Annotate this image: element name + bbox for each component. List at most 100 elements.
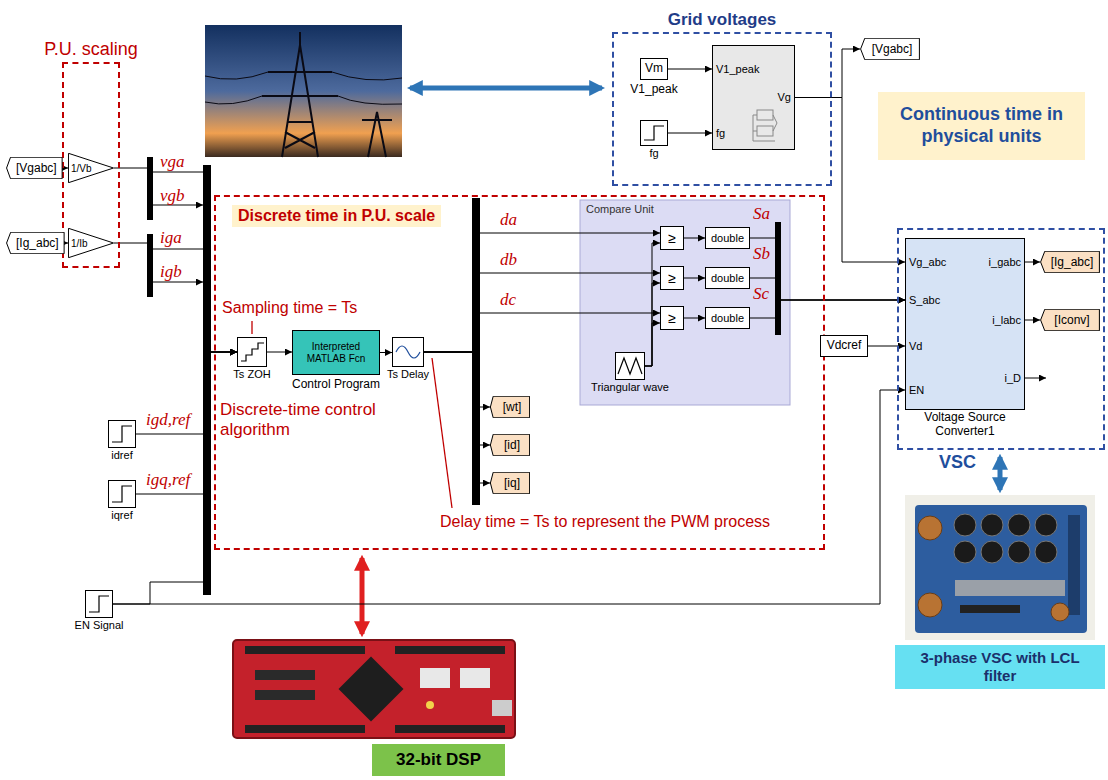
step-block: iqref [108, 480, 136, 508]
vsc-board-photo [905, 495, 1095, 640]
tag-label: [id] [504, 438, 520, 452]
caption-text: Continuous time in physical units [886, 104, 1077, 147]
block-icon [644, 126, 664, 140]
from-tag: [Ig_abc] [6, 232, 65, 254]
dsp-board-photo [492, 700, 512, 716]
signal-wire [668, 133, 712, 134]
from-tag: [Vgabc] [6, 157, 63, 179]
port-label: Vg [778, 90, 791, 104]
dsp-board-photo [233, 640, 515, 738]
dsp-board-photo [420, 668, 450, 688]
signal-wire [424, 273, 660, 352]
zoh-block: Ts ZOH [237, 337, 267, 367]
converter-block: Vg_abcS_abcVdENi_gabci_labci_DVoltage So… [905, 238, 1025, 410]
block-icon [109, 481, 135, 507]
goto-tag: [Ig_abc] [1040, 251, 1100, 273]
block-name: Ts ZOH [233, 368, 270, 380]
link-arrow [998, 457, 1003, 490]
convert-block: double [705, 267, 750, 289]
tag-label: [Vgabc] [16, 161, 57, 175]
tower-photo [205, 32, 402, 157]
vsc-board-photo [981, 514, 1003, 536]
signal-name: igb [160, 262, 182, 282]
port-label: S_abc [909, 293, 940, 307]
block-icon [238, 338, 266, 366]
tag-outline [861, 38, 920, 60]
tower-photo [205, 25, 402, 157]
caption-box: 3-phase VSC with LCL filter [895, 645, 1105, 689]
block-label: ≥ [668, 270, 676, 286]
tag-outline [7, 232, 65, 254]
port-label: fg [716, 126, 725, 140]
vsc-board-photo [960, 605, 1020, 613]
caption-text: 32-bit DSP [396, 750, 481, 770]
vsc-board-photo [1035, 514, 1057, 536]
block-label: Vdcref [827, 339, 862, 353]
subsystem-icon [757, 110, 773, 120]
port-label: V1_peak [716, 62, 759, 76]
block-icon [396, 346, 420, 358]
signal-wire [153, 282, 203, 283]
leader-line [251, 321, 252, 334]
vsc-board-photo [918, 593, 942, 617]
port-label: i_D [1004, 371, 1021, 385]
block-label: ≥ [668, 310, 676, 326]
tag-label: [Vgabc] [872, 42, 913, 56]
gain-block: 1/Vb [68, 153, 114, 183]
tag-outline [7, 157, 63, 179]
block-name: Voltage Source Converter1 [900, 411, 1030, 439]
dsp-board-photo [460, 668, 490, 688]
signal-wire [645, 283, 660, 366]
note-box: Continuous time in physical units [878, 92, 1085, 160]
dsp-board-photo [426, 701, 434, 709]
block-name: fg [649, 147, 658, 159]
goto-tag: [wt] [490, 396, 530, 418]
signal-wire [424, 352, 490, 407]
region-title: P.U. scaling [44, 39, 138, 60]
signal-wire [1025, 262, 1040, 263]
goto-tag: [Iconv] [1040, 309, 1100, 331]
signal-name: igq,ref [146, 470, 190, 490]
vsc-board-photo [954, 514, 1057, 563]
step-block: EN Signal [85, 590, 113, 618]
subsystem-icon [753, 110, 777, 141]
signal-name: da [500, 210, 517, 230]
vsc-board-photo [1068, 515, 1080, 615]
vsc-board-photo [954, 514, 976, 536]
signal-wire [750, 278, 905, 300]
tag-outline [490, 472, 529, 494]
goto-tag: [id] [490, 434, 530, 456]
block-icon [618, 358, 642, 374]
block-icon [112, 426, 132, 442]
relational-block: ≥ [660, 306, 684, 330]
vsc-board-photo [905, 495, 1095, 640]
tag-label: [wt] [503, 400, 522, 414]
signal-name: vgb [160, 186, 185, 206]
tower-photo [205, 25, 402, 157]
tag-label: [iq] [504, 476, 520, 490]
dsp-board-photo [255, 670, 315, 680]
block-icon [112, 486, 132, 502]
dsp-board-photo [245, 725, 365, 733]
port-label: Vg_abc [909, 255, 946, 269]
block-label: double [711, 272, 744, 285]
port-label: Vd [909, 339, 922, 353]
annotation: Delay time = Ts to represent the PWM pro… [440, 512, 770, 531]
region-title: VSC [939, 452, 976, 473]
vsc-board-photo [1051, 603, 1069, 621]
region-title: Grid voltages [668, 10, 777, 30]
tag-label: [Ig_abc] [1051, 255, 1094, 269]
signal-wire [645, 323, 660, 366]
signal-name: dc [500, 290, 516, 310]
caption-text: 3-phase VSC with LCL filter [903, 649, 1097, 685]
block-name: Ts Delay [387, 368, 429, 380]
discrete-region: Discrete time in P.U. scaleTs ZOHInterpr… [214, 195, 825, 550]
signal-wire [424, 352, 490, 483]
signal-wire [795, 49, 860, 98]
signal-wire [65, 243, 68, 244]
signal-name: iga [160, 228, 182, 248]
signal-wire [113, 352, 237, 604]
region-title: Discrete time in P.U. scale [232, 205, 441, 227]
port-label: i_gabc [989, 255, 1021, 269]
